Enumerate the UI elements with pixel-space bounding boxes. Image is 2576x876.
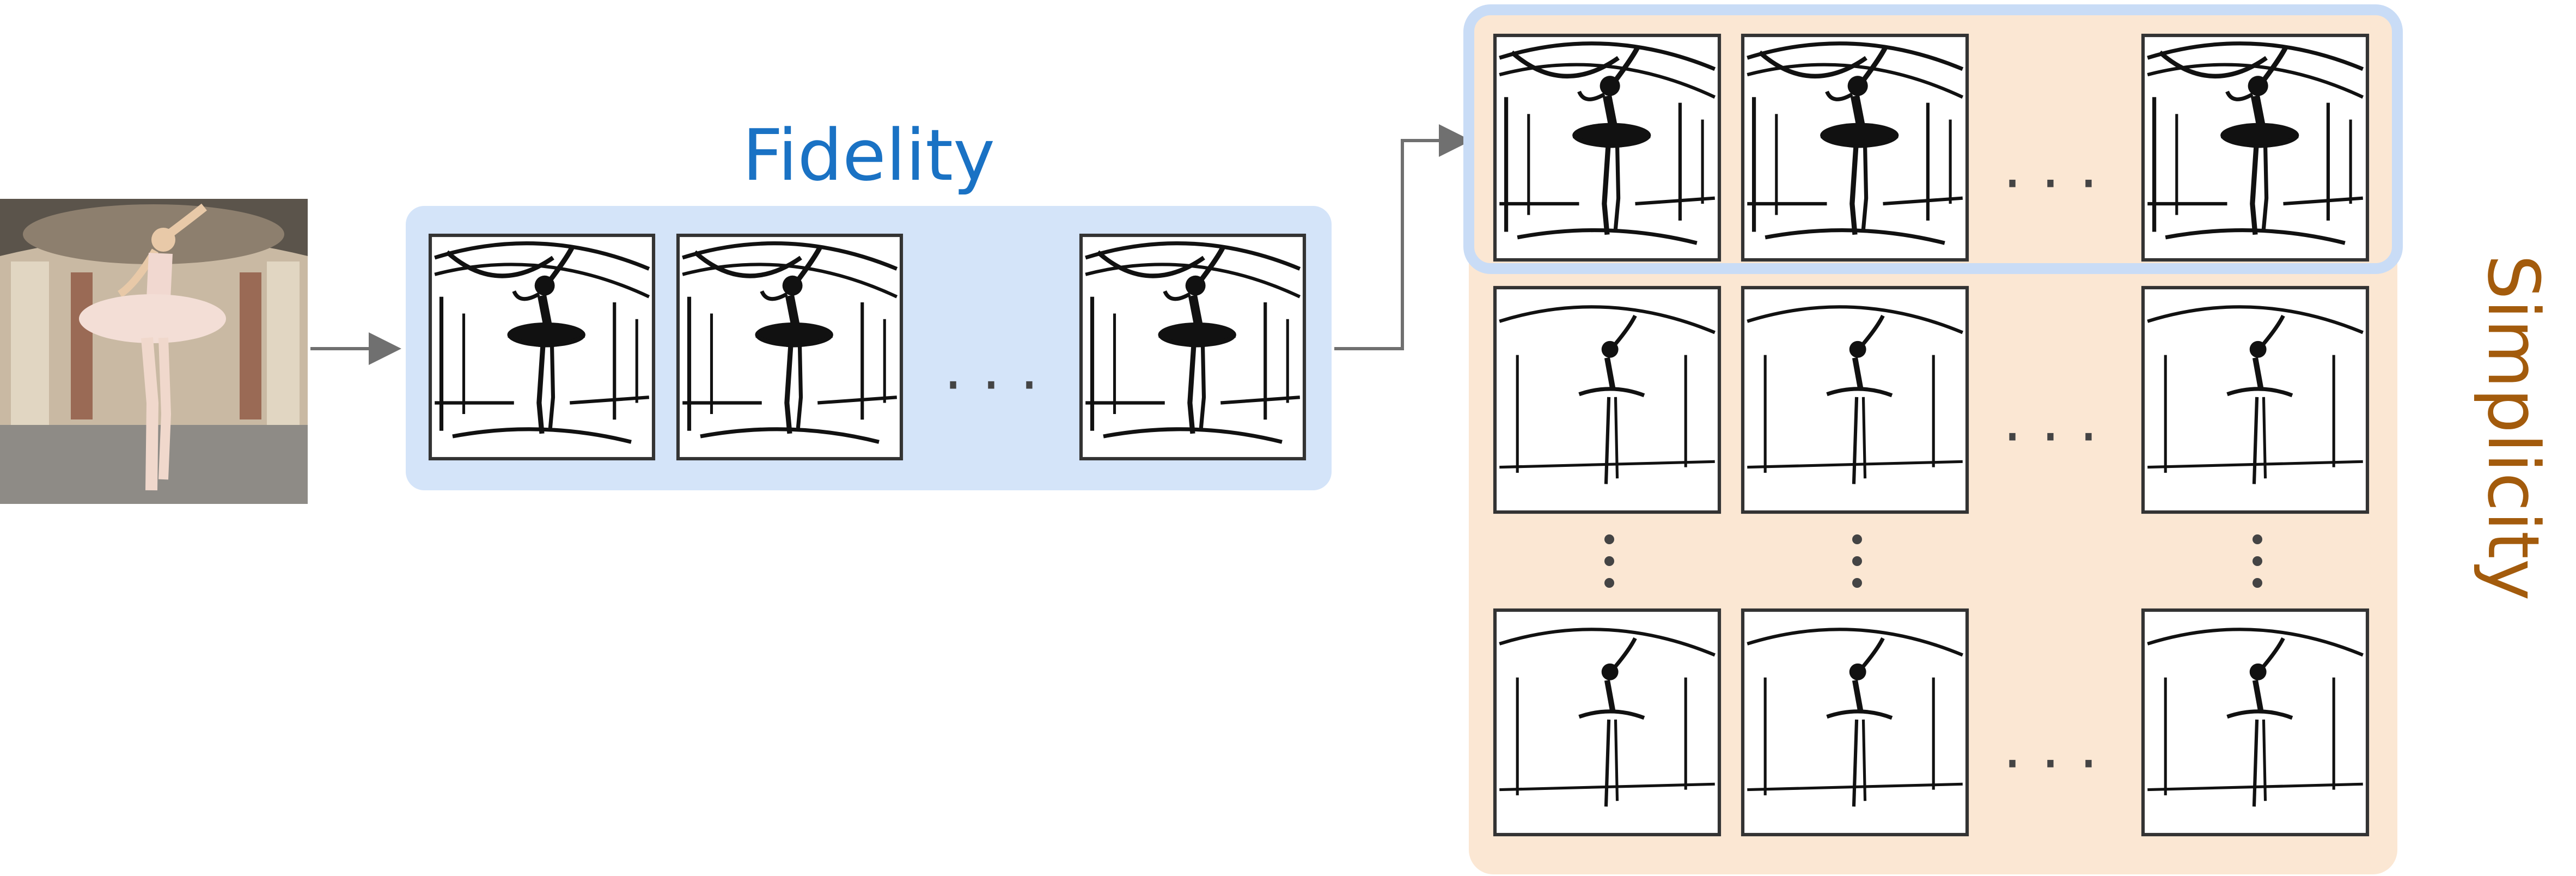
simplicity-ellipsis-r1: · · · xyxy=(2003,149,2098,218)
simplicity-sketch-r2-c2 xyxy=(1743,288,1967,512)
fidelity-ellipsis: · · · xyxy=(944,350,1039,420)
simplicity-sketch-r1-c2 xyxy=(1743,35,1967,260)
vertical-ellipsis-group xyxy=(1604,534,2262,588)
fidelity-panel: Fidelity · · · xyxy=(406,114,1332,490)
simplicity-label: Simplicity xyxy=(2472,254,2555,601)
simplicity-sketch-r1-c3 xyxy=(2143,35,2367,260)
simplicity-sketch-r3-c3 xyxy=(2143,610,2367,835)
simplicity-sketch-r3-c2 xyxy=(1743,610,1967,835)
fidelity-sketch-2 xyxy=(678,235,901,459)
simplicity-ellipsis-r3: · · · xyxy=(2003,729,2098,799)
simplicity-sketch-r1-c1 xyxy=(1495,35,1719,260)
fidelity-sketch-1 xyxy=(430,235,654,459)
simplicity-panel: Simplicity · · · · · · · · · xyxy=(1463,4,2555,874)
simplicity-sketch-r3-c1 xyxy=(1495,610,1719,835)
input-photo xyxy=(0,199,308,504)
simplicity-ellipsis-r2: · · · xyxy=(2003,402,2098,472)
fidelity-sketch-3 xyxy=(1081,235,1304,459)
fidelity-label: Fidelity xyxy=(742,114,995,197)
arrow-to-simplicity xyxy=(1334,124,1472,350)
simplicity-sketch-r2-c3 xyxy=(2143,288,2367,512)
simplicity-sketch-r2-c1 xyxy=(1495,288,1719,512)
